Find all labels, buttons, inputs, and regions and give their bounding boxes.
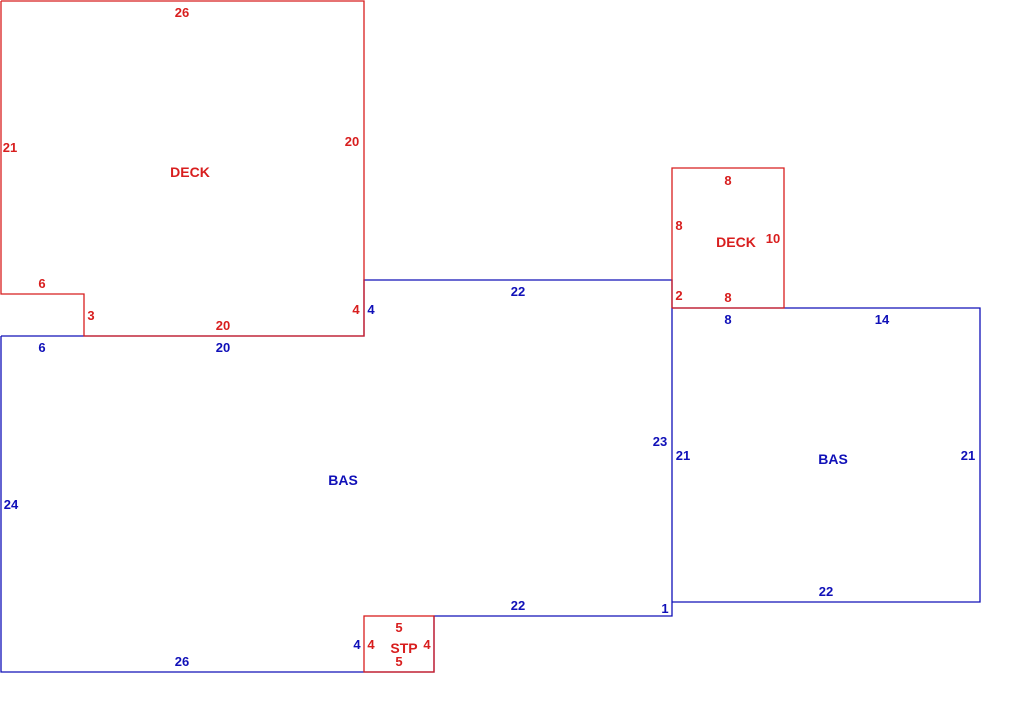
deck-right-dim-bottom: 8	[724, 290, 731, 305]
deck-right-outline	[671, 167, 785, 309]
bas-left-dim-top-mid: 20	[216, 340, 230, 355]
bas-left-label: BAS	[328, 472, 358, 488]
bas-left-dim-top-right: 22	[511, 284, 525, 299]
stoop-dim-left: 4	[367, 637, 375, 652]
deck-left-dim-notch-top: 6	[38, 276, 45, 291]
bas-left-dim-right: 23	[653, 434, 667, 449]
stoop-dim-bottom: 5	[395, 654, 402, 669]
bas-left-dim-step-up: 4	[367, 302, 375, 317]
deck-left-label: DECK	[170, 164, 210, 180]
bas-left-dim-left: 24	[4, 497, 19, 512]
stoop-dim-top: 5	[395, 620, 402, 635]
deck-right-dim-left: 8	[675, 218, 682, 233]
bas-left-dim-step-down: 4	[353, 637, 361, 652]
bas-right-dim-bottom: 22	[819, 584, 833, 599]
stoop-label: STP	[390, 640, 417, 656]
stoop-dim-right: 4	[423, 637, 431, 652]
bas-right-dim-left: 21	[676, 448, 690, 463]
deck-left-dim-right: 20	[345, 134, 359, 149]
deck-left-dim-notch-side: 3	[87, 308, 94, 323]
stoop-outline	[363, 615, 435, 673]
deck-left-dim-top: 26	[175, 5, 189, 20]
bas-left-dim-corner: 1	[661, 601, 668, 616]
deck-right-dim-top: 8	[724, 173, 731, 188]
deck-left-outline	[0, 0, 365, 337]
bas-left-dim-top-left: 6	[38, 340, 45, 355]
bas-right-label: BAS	[818, 451, 848, 467]
deck-left-dim-right-low: 4	[352, 302, 360, 317]
deck-left-dim-bottom: 20	[216, 318, 230, 333]
deck-right-label: DECK	[716, 234, 756, 250]
deck-left-dim-left: 21	[3, 140, 17, 155]
bas-left-dim-bottom-left: 26	[175, 654, 189, 669]
bas-right-dim-top-right: 14	[875, 312, 890, 327]
bas-right-outline	[672, 307, 981, 603]
bas-right-dim-right: 21	[961, 448, 975, 463]
deck-right-dim-left-low: 2	[675, 288, 682, 303]
deck-right-dim-right: 10	[766, 231, 780, 246]
bas-left-dim-bottom-right: 22	[511, 598, 525, 613]
bas-right-dim-top-left: 8	[724, 312, 731, 327]
